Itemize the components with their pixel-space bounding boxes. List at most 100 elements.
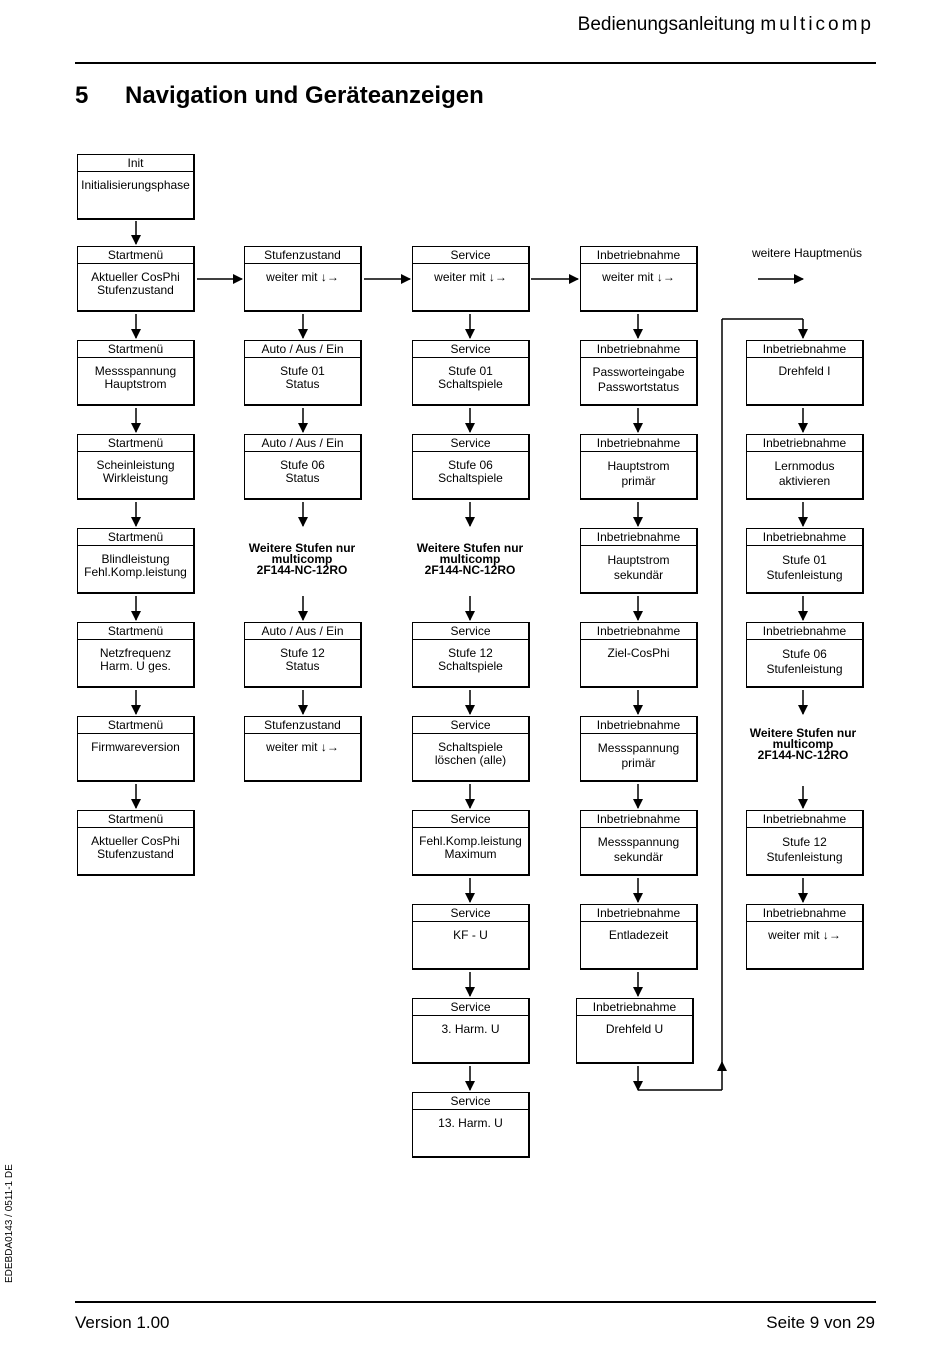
- note-more-steps-col5: Weitere Stufen nur multicomp 2F144-NC-12…: [733, 727, 873, 761]
- box-body: weiter mit ↓→: [581, 264, 696, 284]
- box-col2-4: Stufenzustand weiter mit ↓→: [244, 716, 362, 782]
- box-title: Inbetriebnahme: [581, 341, 696, 358]
- box-body-line: Ziel-CosPhi: [607, 646, 670, 660]
- box-body-line: Stufenleistung: [766, 568, 843, 582]
- box-body-line: Harm. U ges.: [100, 659, 171, 673]
- section-number: 5: [75, 82, 89, 109]
- box-title: Startmenü: [78, 811, 193, 828]
- header-title-prefix: Bedienungsanleitung: [577, 14, 756, 35]
- box-body-line: Stufenleistung: [766, 662, 843, 676]
- box-title: Stufenzustand: [245, 717, 360, 734]
- box-body-line: Stufe 01: [280, 364, 325, 378]
- box-body-line: Stufe 06: [280, 458, 325, 472]
- box-body-line: Fehl.Komp.leistung: [84, 565, 187, 579]
- box-body-line: Stufenzustand: [97, 847, 174, 861]
- box-body-line: Stufe 01: [448, 364, 493, 378]
- box-body-line: Maximum: [444, 847, 497, 861]
- box-title: Inbetriebnahme: [747, 435, 862, 452]
- box-body-line: primär: [621, 756, 656, 770]
- box-body-line: weiter mit ↓→: [266, 270, 339, 284]
- box-body-line: sekundär: [613, 568, 664, 582]
- box-title: Startmenü: [78, 341, 193, 358]
- footer-rule: [75, 1301, 876, 1303]
- box-body-line: Firmwareversion: [91, 740, 180, 754]
- box-body-line: Stufenzustand: [97, 283, 174, 297]
- box-title: Inbetriebnahme: [747, 623, 862, 640]
- note-more-steps-col2: Weitere Stufen nur multicomp 2F144-NC-12…: [232, 542, 372, 576]
- box-body-line: weiter mit ↓→: [266, 740, 339, 754]
- box-body-line: Wirkleistung: [102, 471, 169, 485]
- box-title: Service: [413, 1093, 528, 1110]
- header-brand-name: multicomp: [760, 14, 874, 35]
- box-title: Startmenü: [78, 717, 193, 734]
- box-title: Inbetriebnahme: [747, 811, 862, 828]
- box-body-line: Stufe 01: [782, 553, 827, 567]
- box-body-line: Messspannung: [597, 835, 680, 849]
- box-body-line: Stufe 06: [448, 458, 493, 472]
- box-body: Ziel-CosPhi: [581, 640, 696, 660]
- box-body-line: Hauptstrom: [607, 553, 670, 567]
- box-title: Inbetriebnahme: [581, 905, 696, 922]
- footer-page-number: Seite 9 von 29: [766, 1313, 875, 1332]
- box-title: Inbetriebnahme: [577, 999, 692, 1016]
- note-line: multicomp: [439, 552, 501, 566]
- box-body-line: KF - U: [453, 928, 488, 942]
- box-body-line: aktivieren: [778, 474, 831, 488]
- more-main-menus-label: weitere Hauptmenüs: [752, 246, 863, 260]
- box-body-line: Passwortstatus: [597, 380, 680, 394]
- box-body: Entladezeit: [581, 922, 696, 942]
- box-title: Startmenü: [78, 435, 193, 452]
- box-title: Startmenü: [78, 623, 193, 640]
- box-body-line: Messspannung: [94, 364, 177, 378]
- note-line: multicomp: [271, 552, 333, 566]
- box-title: Startmenü: [78, 247, 193, 264]
- box-body-line: Stufe 06: [782, 647, 827, 661]
- box-title: Inbetriebnahme: [747, 529, 862, 546]
- box-body: 13. Harm. U: [413, 1110, 528, 1130]
- box-body-line: weiter mit ↓→: [768, 928, 841, 942]
- footer-version: Version 1.00: [75, 1313, 170, 1332]
- box-body-line: Status: [285, 659, 320, 673]
- box-body-line: Aktueller CosPhi: [91, 270, 180, 284]
- box-body-line: Lernmodus: [774, 459, 835, 473]
- box-body-line: Blindleistung: [101, 552, 170, 566]
- box-body-line: Schaltspiele: [438, 377, 503, 391]
- box-body-line: Status: [285, 377, 320, 391]
- box-title: Service: [413, 905, 528, 922]
- box-title: Inbetriebnahme: [581, 717, 696, 734]
- box-title: Auto / Aus / Ein: [245, 623, 360, 640]
- box-body-line: 13. Harm. U: [438, 1116, 503, 1130]
- box-body: weiter mit ↓→: [245, 734, 360, 754]
- box-title: Inbetriebnahme: [581, 623, 696, 640]
- box-title: Service: [413, 247, 528, 264]
